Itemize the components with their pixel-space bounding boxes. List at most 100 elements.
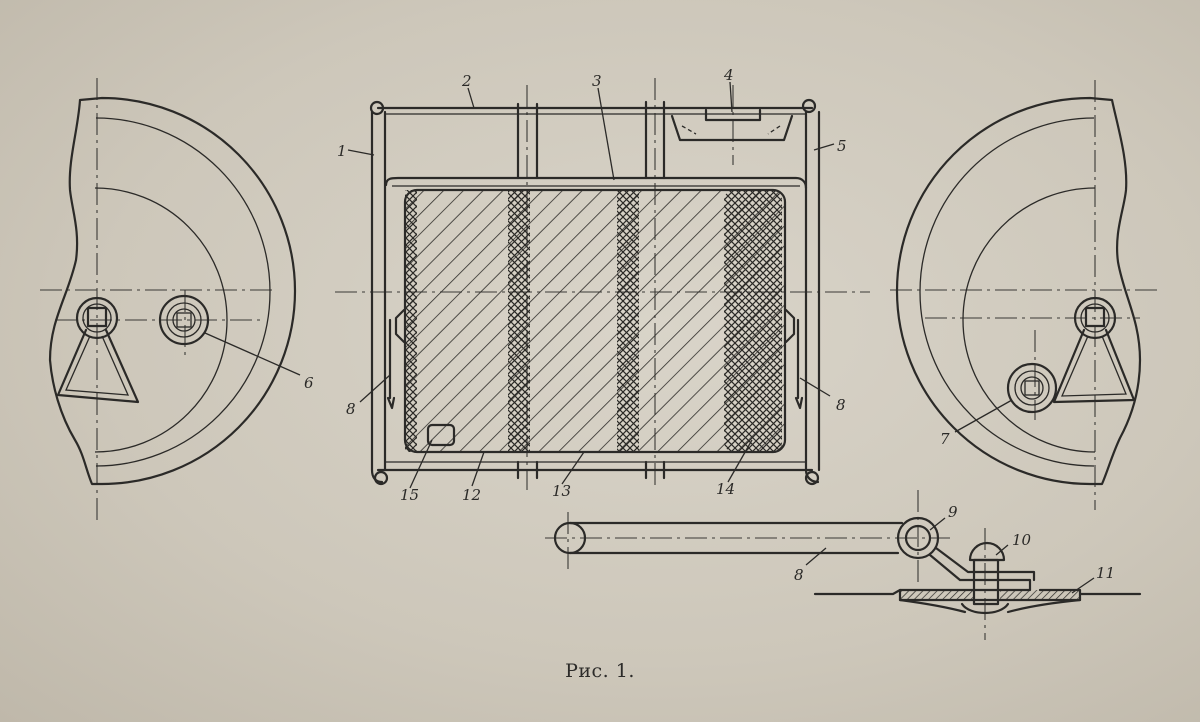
tube-left-bottom bbox=[516, 460, 539, 480]
leader-line bbox=[954, 399, 1013, 433]
left-end-view: 6 bbox=[40, 78, 314, 520]
right-end-view: 7 bbox=[890, 80, 1160, 510]
contents-outline bbox=[403, 188, 787, 454]
triangle-handle bbox=[56, 328, 140, 404]
filler-neck-detail bbox=[681, 125, 781, 135]
callout-6: 6 bbox=[304, 374, 314, 392]
figure-caption: Рис. 1. bbox=[565, 660, 635, 682]
callout-11: 11 bbox=[1096, 564, 1115, 582]
end-cap-rim bbox=[919, 117, 1095, 467]
base-plate-hatch bbox=[900, 590, 974, 600]
contents-hatched-12 bbox=[405, 190, 785, 452]
square-fitting bbox=[86, 306, 108, 328]
callout-5: 5 bbox=[837, 137, 847, 155]
square-fitting bbox=[1084, 306, 1106, 328]
drain-plug-square bbox=[1024, 380, 1040, 396]
hinge-eye-9 bbox=[896, 516, 940, 560]
fitting-ring bbox=[1080, 303, 1110, 333]
shell-wall-right bbox=[804, 110, 820, 484]
crosshatch-band bbox=[508, 190, 530, 452]
callout-10: 10 bbox=[1012, 531, 1032, 549]
callout-1: 1 bbox=[337, 142, 347, 160]
callout-12: 12 bbox=[462, 486, 481, 504]
tank-section-view: 1 2 3 4 5 8 8 15 12 13 14 bbox=[335, 66, 870, 504]
leader-line bbox=[347, 149, 375, 156]
leader-line bbox=[727, 439, 753, 483]
filler-neck-4 bbox=[670, 114, 794, 142]
crosshatch-band-14 bbox=[724, 190, 782, 452]
end-cap-inner-rim bbox=[94, 187, 228, 453]
leader-line bbox=[729, 81, 733, 113]
leader-line bbox=[929, 517, 946, 531]
fitting-ring bbox=[75, 296, 119, 340]
marker-plate-15 bbox=[426, 423, 456, 447]
fitting-ring bbox=[82, 303, 112, 333]
end-cap-outline bbox=[48, 96, 297, 486]
partition-3 bbox=[384, 176, 808, 190]
callout-15: 15 bbox=[400, 486, 419, 504]
callout-9: 9 bbox=[948, 503, 958, 521]
callout-8-left: 8 bbox=[346, 400, 356, 418]
crosshatch-edge bbox=[405, 190, 417, 452]
leader-line bbox=[813, 143, 835, 151]
hinge-bracket-inner bbox=[934, 546, 1036, 582]
leader-line bbox=[409, 439, 433, 489]
shell-wall-left bbox=[370, 110, 384, 484]
handle-detail-view: 8 9 10 11 bbox=[545, 490, 1142, 640]
shell-skin-curve bbox=[898, 598, 1082, 614]
base-plate-11 bbox=[1000, 590, 1080, 600]
callout-3: 3 bbox=[592, 72, 602, 90]
filler-plug-6 bbox=[158, 294, 210, 346]
filler-plug-square bbox=[176, 312, 192, 328]
drain-plug-7 bbox=[1014, 370, 1050, 406]
callout-2: 2 bbox=[461, 72, 472, 90]
drain-plug-7 bbox=[1020, 376, 1044, 400]
callout-8-detail: 8 bbox=[794, 566, 804, 584]
seam-roll bbox=[369, 100, 385, 116]
callout-14: 14 bbox=[716, 480, 735, 498]
end-cap-rim bbox=[95, 117, 271, 467]
callout-8-right: 8 bbox=[836, 396, 846, 414]
leader-line bbox=[799, 377, 831, 397]
end-cap-inner-rim bbox=[962, 187, 1096, 453]
drain-plug-7 bbox=[1006, 362, 1058, 414]
latch-rod-tip bbox=[386, 396, 396, 410]
callout-13: 13 bbox=[552, 482, 571, 500]
latch-right bbox=[784, 308, 796, 344]
seam-roll bbox=[804, 470, 820, 486]
end-cap-outline bbox=[895, 96, 1142, 486]
shell-skin-line bbox=[813, 588, 1142, 596]
callout-4: 4 bbox=[723, 66, 734, 84]
callout-7: 7 bbox=[940, 430, 950, 448]
triangle-handle bbox=[1052, 328, 1136, 404]
leader-line bbox=[1071, 577, 1095, 594]
leader-line bbox=[467, 87, 475, 109]
leader-line bbox=[995, 544, 1009, 556]
rivet-head-10 bbox=[968, 541, 1006, 562]
triangle-handle-inner bbox=[1060, 335, 1127, 397]
filler-plug-6 bbox=[172, 308, 196, 332]
latch-rod-tip bbox=[794, 396, 804, 410]
triangle-handle-inner bbox=[65, 335, 130, 396]
leader-line bbox=[204, 332, 301, 376]
crosshatch-band bbox=[617, 190, 639, 452]
leader-line bbox=[805, 547, 827, 566]
seam-roll bbox=[373, 470, 389, 486]
fitting-ring bbox=[1073, 296, 1117, 340]
filler-plug-6 bbox=[166, 302, 202, 338]
leader-line bbox=[597, 87, 615, 181]
latch-left bbox=[394, 308, 406, 344]
rivet-tail bbox=[960, 602, 1010, 615]
filler-cap bbox=[704, 108, 762, 122]
tube-left bbox=[516, 102, 539, 180]
hinge-pin bbox=[904, 524, 932, 552]
rivet-shank bbox=[972, 558, 1000, 606]
handle-rod-8 bbox=[568, 521, 904, 555]
leader-line bbox=[359, 374, 391, 403]
leader-line bbox=[471, 451, 485, 487]
leader-line bbox=[561, 451, 585, 485]
seam-roll bbox=[801, 98, 817, 114]
tube-right bbox=[644, 100, 666, 180]
tube-right-bottom bbox=[644, 460, 666, 480]
